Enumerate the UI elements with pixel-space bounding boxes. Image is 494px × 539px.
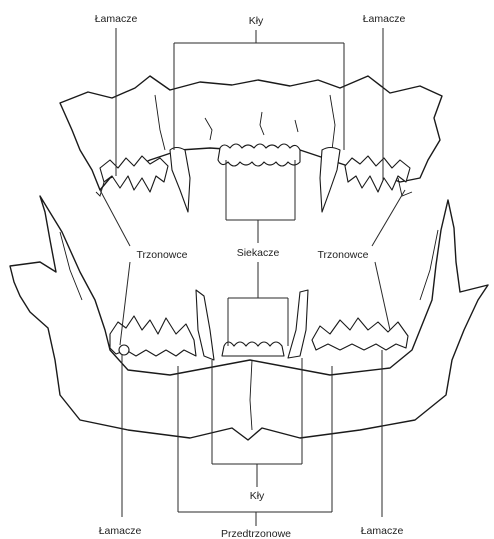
lower-right-canine xyxy=(288,290,308,358)
upper-right-canine xyxy=(320,148,340,213)
label-incisors: Siekacze xyxy=(237,247,280,259)
label-left-molars: Trzonowce xyxy=(137,249,188,261)
lower-jaw xyxy=(10,196,488,440)
upper-incisor-row xyxy=(218,144,300,166)
lower-left-canine xyxy=(196,290,214,360)
label-bottom-left-carnassial: Łamacze xyxy=(99,525,142,537)
lower-incisor-row xyxy=(222,342,284,356)
label-top-right-carnassial: Łamacze xyxy=(363,13,406,25)
label-top-left-carnassial: Łamacze xyxy=(95,13,138,25)
label-bottom-canines: Kły xyxy=(250,490,265,502)
upper-jaw xyxy=(60,76,442,212)
label-bottom-right-carnassial: Łamacze xyxy=(361,525,404,537)
label-right-molars: Trzonowce xyxy=(318,249,369,261)
upper-left-canine xyxy=(170,148,190,213)
label-premolars: Przedtrzonowe xyxy=(221,528,291,539)
lower-right-cheek-teeth xyxy=(312,318,408,350)
label-top-canines: Kły xyxy=(249,15,264,27)
lower-jaw-outline xyxy=(10,196,488,440)
